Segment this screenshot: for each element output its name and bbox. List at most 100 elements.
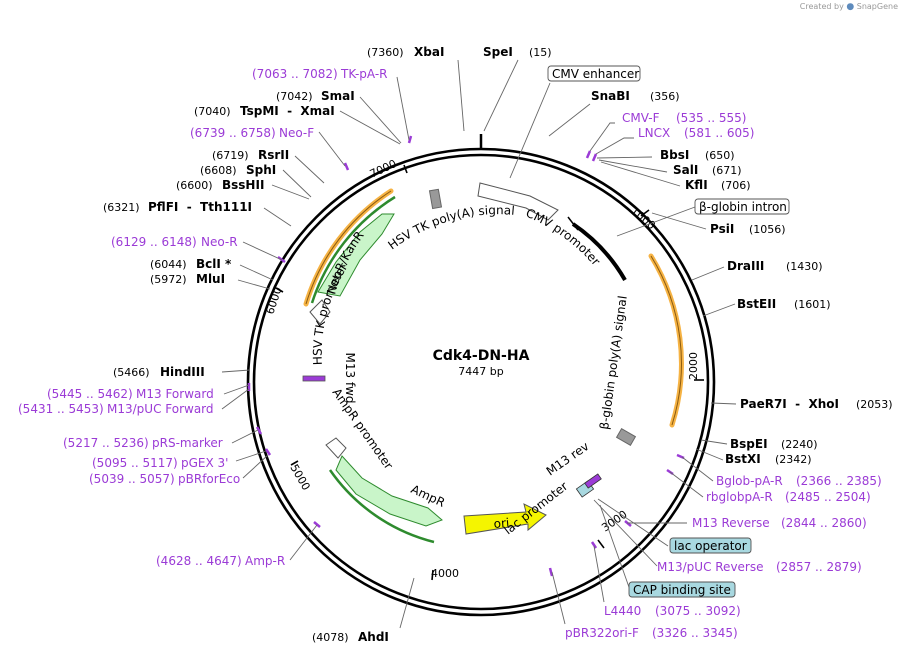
- site-pos-smai: (7042): [276, 90, 313, 103]
- cmv-terminator-cap: [567, 216, 579, 231]
- box-lac-operator: lac operator: [669, 537, 752, 554]
- leader-bspei: [700, 439, 728, 445]
- primer-name-bglob-pa-r: Bglob-pA-R: [716, 474, 783, 488]
- neor-kanr-feature: [317, 213, 395, 297]
- neor-orf-arc: [310, 195, 396, 304]
- site-name-ahdi: AhdI: [358, 630, 389, 644]
- site-name-bspei: BspEI: [730, 437, 768, 451]
- primer-name-m13-puc-forward: M13/pUC Forward: [107, 402, 214, 416]
- box-lac-operator-text: lac operator: [674, 539, 747, 553]
- site-pos-bsshii: (6600): [176, 179, 213, 192]
- leader-spei: [483, 59, 519, 132]
- leader-hindiii: [221, 369, 251, 373]
- primer-range-m13-reverse: (2844 .. 2860): [781, 516, 867, 530]
- primer-name-pgex-3: pGEX 3': [181, 456, 228, 470]
- leader-bsshii: [271, 184, 310, 200]
- site-name-sphi: SphI: [246, 163, 276, 177]
- leader-l4440: [593, 545, 605, 603]
- leader-paer7i: [710, 402, 737, 405]
- leader-prs-marker: [231, 429, 259, 444]
- primer-marks: [247, 135, 685, 577]
- leader-bstxi: [695, 448, 724, 461]
- primer-range-cmv-f: (535 .. 555): [676, 111, 746, 125]
- label-hsv-tk-polya-path: HSV TK poly(A) signal: [386, 203, 516, 252]
- box-lac-operator-frame: [669, 537, 752, 554]
- primer-mark-lncx: [591, 153, 598, 162]
- primer-name-neo-r: Neo-R: [201, 235, 238, 249]
- m13-fwd-feature: [302, 375, 326, 382]
- backbone-outer-ring: [246, 147, 716, 617]
- site-name-paer7i-xhoi: PaeR7I - XhoI: [740, 397, 839, 411]
- primer-mark-amp-r: [313, 521, 321, 528]
- box-cmv-enhancer-frame: [547, 65, 641, 82]
- leader-pgex-3: [235, 450, 267, 462]
- site-pos-snabi: (356): [650, 90, 680, 103]
- leader-cap-binding-site: [599, 504, 631, 591]
- primer-mark-prs-marker: [255, 426, 263, 435]
- tick-label-4000: 4000: [431, 567, 459, 580]
- primer-name-cmv-f: CMV-F: [622, 111, 660, 125]
- bp-ticks: [275, 164, 704, 581]
- primer-range-pbrforeco: (5039 .. 5057): [89, 472, 175, 486]
- cmv-terminator: [571, 222, 627, 281]
- primer-range-pbr322ori-f: (3326 .. 3345): [652, 626, 738, 640]
- site-pos-sphi: (6608): [200, 164, 237, 177]
- site-name-hindiii: HindIII: [160, 365, 205, 379]
- primer-mark-m13-reverse: [624, 520, 632, 527]
- leader-snabi: [548, 103, 591, 137]
- primer-mark-pgex-3: [264, 448, 272, 456]
- site-name-tspmi-xmai: TspMI - XmaI: [240, 104, 335, 118]
- site-name-bcli: BclI *: [196, 257, 232, 271]
- leader-neo-f: [318, 131, 346, 167]
- label-hsv-tk-polya: HSV TK poly(A) signal: [386, 203, 516, 252]
- site-pos-hindiii: (5466): [113, 366, 150, 379]
- leader-pflfi: [263, 207, 292, 227]
- backbone-inner-ring: [252, 153, 710, 611]
- primer-range-bglob-pa-r: (2366 .. 2385): [796, 474, 882, 488]
- site-pos-bspei: (2240): [781, 438, 818, 451]
- site-pos-bsteii: (1601): [794, 298, 831, 311]
- m13-rev-feature: [584, 473, 602, 489]
- leader-bsteii: [702, 303, 736, 317]
- ampr-orf-arc: [328, 469, 435, 544]
- leader-amp-r: [289, 524, 318, 561]
- primer-name-prs-marker: pRS-marker: [152, 436, 223, 450]
- leader-bglob-pa-r: [681, 456, 714, 482]
- leader-m13-puc-reverse: [593, 499, 658, 567]
- hsv-tk-polya-feature: [428, 188, 443, 210]
- primer-range-m13-puc-reverse: (2857 .. 2879): [776, 560, 862, 574]
- leader-kfli: [600, 161, 681, 187]
- primer-range-lncx: (581 .. 605): [684, 126, 754, 140]
- site-name-xbai: XbaI: [414, 45, 444, 59]
- credit-text: Created by: [799, 2, 844, 11]
- site-name-bstxi: BstXI: [725, 452, 761, 466]
- box-cmv-enhancer-text: CMV enhancer: [552, 67, 639, 81]
- leader-sali: [598, 159, 668, 173]
- site-pos-psii: (1056): [749, 223, 786, 236]
- leader-mlui: [237, 279, 271, 290]
- site-name-pflfi-tth111i: PflFI - Tth111I: [148, 200, 252, 214]
- primer-range-neo-r: (6129 .. 6148): [111, 235, 197, 249]
- box-cap-binding-site-frame: [628, 581, 736, 598]
- label-lac-promoter: lac promoter: [501, 479, 570, 537]
- primer-name-m13-reverse: M13 Reverse: [692, 516, 770, 530]
- primer-range-prs-marker: (5217 .. 5236): [63, 436, 149, 450]
- label-m13-rev: M13 rev: [544, 439, 592, 478]
- box-cap-binding-site: CAP binding site: [628, 581, 736, 598]
- primer-name-m13-puc-reverse: M13/pUC Reverse: [657, 560, 764, 574]
- site-name-rsrii: RsrII: [258, 148, 289, 162]
- tick-mark-6000: [275, 287, 284, 293]
- site-name-bsshii: BssHII: [222, 178, 264, 192]
- primer-range-l4440: (3075 .. 3092): [655, 604, 741, 618]
- tick-mark-5000: [290, 460, 299, 466]
- leader-lac-operator: [597, 498, 669, 547]
- leader-beta-globin-intron: [616, 206, 696, 237]
- plasmid-name: Cdk4-DN-HA: [433, 348, 530, 364]
- leader-ahdi: [399, 577, 415, 629]
- leader-rsrii: [294, 155, 325, 184]
- site-pos-pflfi-tth111i: (6321): [103, 201, 140, 214]
- site-pos-bcli: (6044): [150, 258, 187, 271]
- site-pos-mlui: (5972): [150, 273, 187, 286]
- tick-label-5000: 5000: [287, 462, 312, 493]
